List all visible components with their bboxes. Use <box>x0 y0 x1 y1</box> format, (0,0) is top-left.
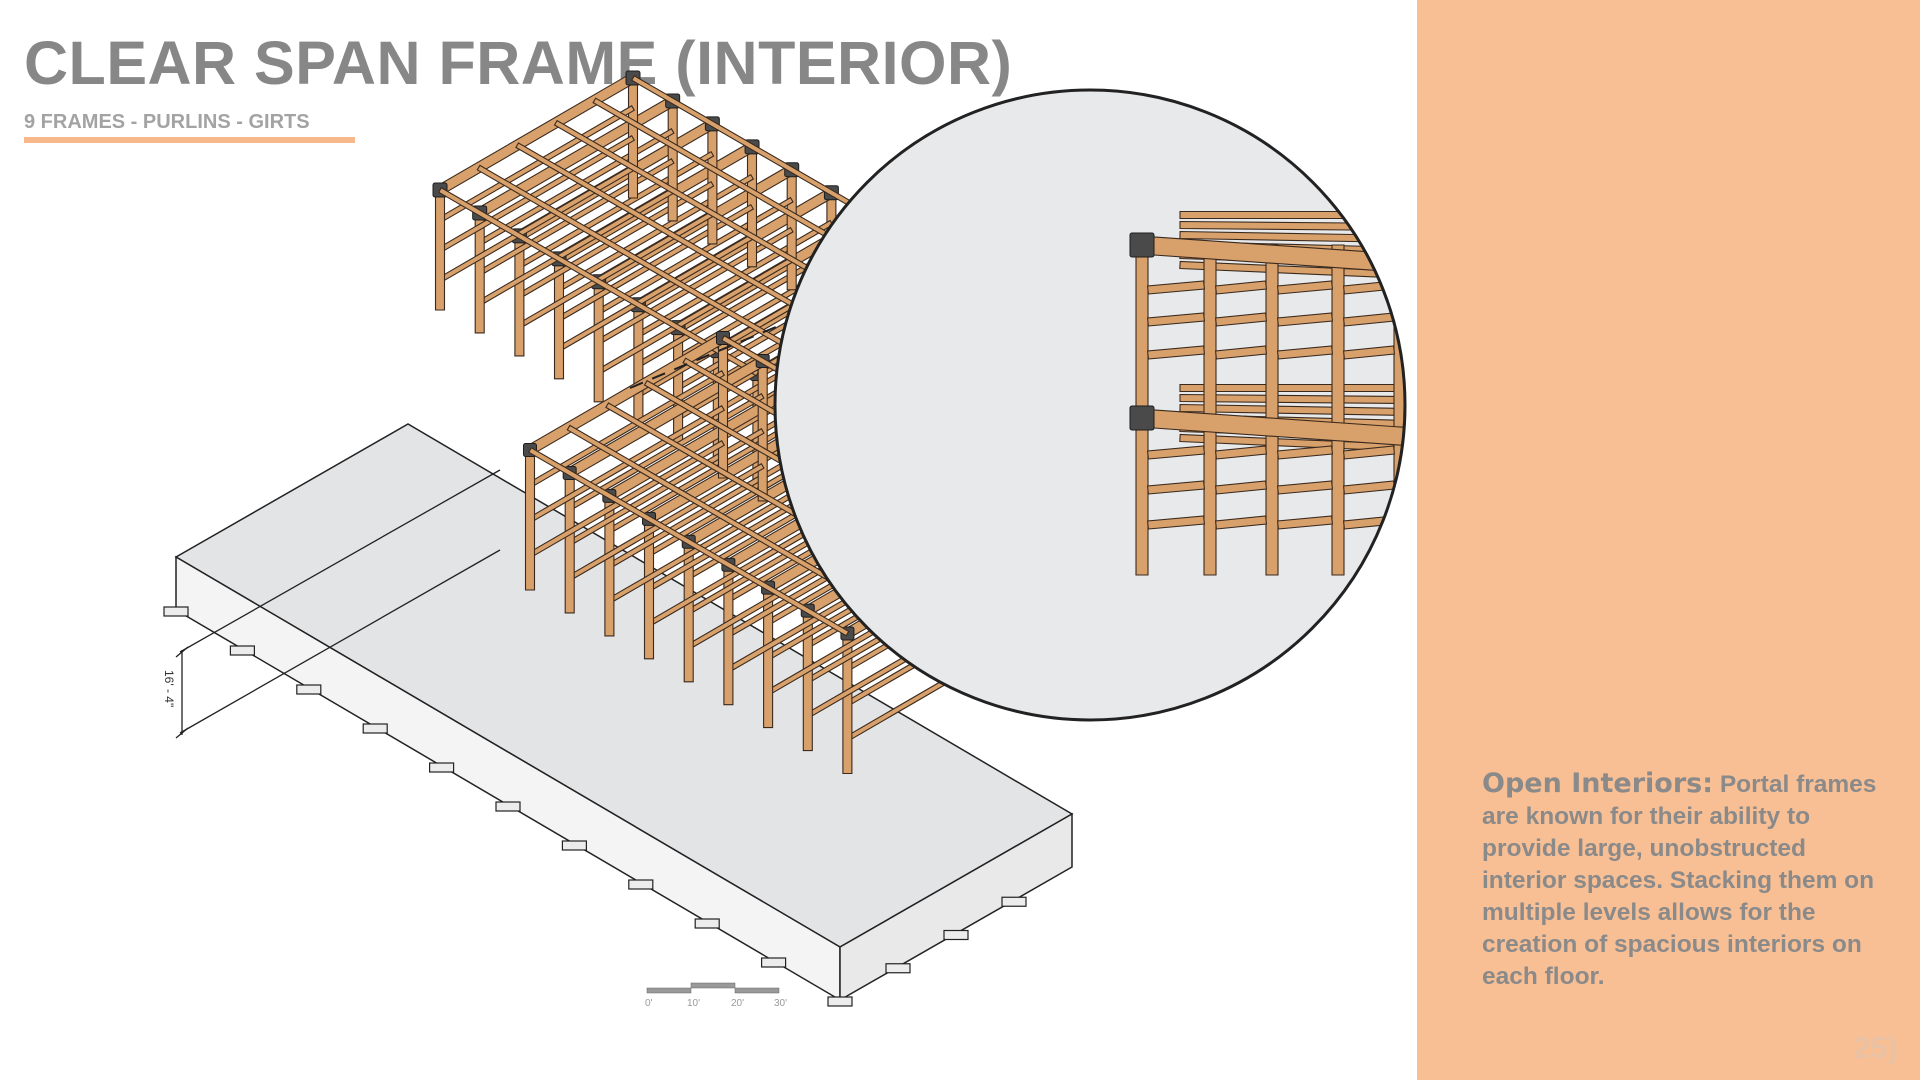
scale-tick-10: 10' <box>687 998 700 1009</box>
detail-girt <box>1146 515 1206 530</box>
footing <box>943 929 969 941</box>
scale-tick-0: 0' <box>645 998 653 1009</box>
page-title: CLEAR SPAN FRAME (INTERIOR) <box>24 29 1013 97</box>
page-number: 25) <box>1853 1030 1898 1065</box>
detail-girt <box>1146 345 1206 360</box>
detail-girt <box>1404 515 1405 530</box>
scale-bar: 0' 10' 20' 30' <box>645 982 787 1009</box>
footing <box>296 684 322 695</box>
detail-girt <box>1276 480 1334 495</box>
detail-girt <box>1404 312 1405 327</box>
detail-purlin <box>1179 393 1405 407</box>
detail-purlin <box>1179 220 1405 234</box>
detail-girt <box>1214 345 1268 360</box>
detail-girt <box>1404 445 1405 460</box>
detail-girt <box>1146 480 1206 495</box>
detail-rafter <box>1498 390 1643 450</box>
frame-connector <box>1493 431 1517 455</box>
detail-zoom-circle <box>773 88 1643 722</box>
detail-column <box>1265 244 1279 576</box>
footing <box>885 963 911 974</box>
footing <box>694 918 720 929</box>
footing <box>628 879 654 890</box>
detail-purlin <box>1179 403 1405 421</box>
side-panel-text: Open Interiors: Portal frames are known … <box>1482 768 1882 993</box>
dimension-label: 16' - 4" <box>162 670 176 707</box>
detail-girt <box>1146 445 1206 460</box>
footing <box>495 801 521 812</box>
height-dimension: 16' - 4" <box>162 469 501 739</box>
detail-column <box>1203 244 1217 576</box>
footing <box>561 840 588 851</box>
detail-girt <box>1342 445 1396 460</box>
detail-girt <box>1146 280 1206 295</box>
frame-connector <box>1553 253 1577 277</box>
footings <box>163 606 1027 1007</box>
detail-girt <box>1214 312 1268 327</box>
detail-girt <box>1471 281 1495 294</box>
detail-girt <box>1276 515 1334 530</box>
detail-girt <box>1276 445 1334 460</box>
detail-girt <box>1471 516 1495 529</box>
detail-girt <box>1471 446 1495 459</box>
detail-purlin <box>1179 383 1405 393</box>
footing <box>229 645 255 656</box>
scale-tick-20: 20' <box>731 998 744 1009</box>
footing <box>429 762 455 773</box>
detail-girt <box>1214 480 1268 495</box>
detail-girt <box>1404 345 1405 360</box>
detail-girt <box>1276 280 1334 295</box>
zoomed-frame-detail <box>1129 210 1643 620</box>
detail-girt <box>1471 346 1495 359</box>
footing <box>1001 896 1027 907</box>
detail-girt <box>1471 313 1495 326</box>
detail-purlin <box>1179 210 1405 220</box>
detail-girt <box>1276 345 1334 360</box>
detail-purlin <box>1179 260 1405 290</box>
side-panel <box>1417 0 1920 1080</box>
footing <box>163 606 189 617</box>
detail-column <box>1494 245 1506 575</box>
detail-girt <box>1342 345 1396 360</box>
lower-purlin <box>527 447 850 637</box>
side-panel-body: Portal frames are known for their abilit… <box>1482 771 1877 990</box>
detail-girt <box>1471 481 1495 494</box>
detail-column <box>1460 245 1472 575</box>
footing <box>760 957 787 968</box>
frame-connector <box>1493 258 1517 282</box>
detail-girt <box>1214 280 1268 295</box>
detail-girt <box>1342 480 1396 495</box>
detail-purlin <box>1179 433 1405 463</box>
footing <box>827 996 853 1007</box>
detail-girt <box>1404 280 1405 295</box>
detail-purlin <box>1179 230 1405 248</box>
scale-tick-30: 30' <box>774 998 787 1009</box>
frame-connector <box>1129 232 1155 258</box>
lower-column <box>524 449 536 591</box>
detail-girt <box>1276 312 1334 327</box>
frame-connector <box>1553 426 1577 450</box>
detail-girt <box>1214 445 1268 460</box>
detail-girt <box>1146 312 1206 327</box>
footing <box>362 723 388 734</box>
detail-corner-column <box>1495 270 1515 620</box>
detail-corner-column <box>1560 265 1576 600</box>
page-subtitle: 9 FRAMES - PURLINS - GIRTS <box>24 111 310 133</box>
upper-column <box>434 189 446 311</box>
slab-side-face <box>839 812 1073 1002</box>
concrete-slab <box>174 423 1074 1002</box>
detail-column <box>1331 244 1345 576</box>
detail-girt <box>1214 515 1268 530</box>
subtitle-underline <box>24 137 355 143</box>
frame-connector <box>1129 405 1155 431</box>
detail-rafter <box>1498 217 1643 277</box>
side-panel-heading: Open Interiors: <box>1482 768 1714 799</box>
detail-girt <box>1404 480 1405 495</box>
